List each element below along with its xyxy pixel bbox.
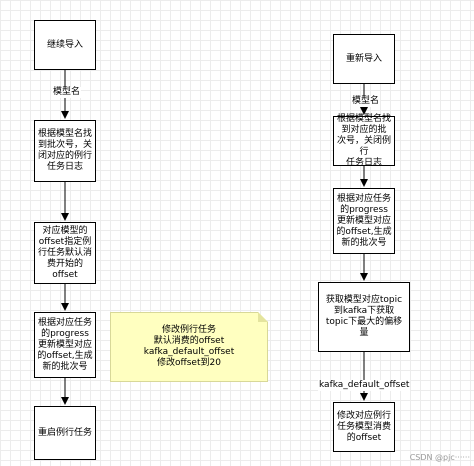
right-step3-node: 获取模型对应topic 到kafka下获取 topic下最大的偏移 量 xyxy=(318,282,410,352)
right-edge1-label: 模型名 xyxy=(351,96,381,107)
left-step3-node: 根据对应任务 的progress 更新模型对应 的offset,生成 新的批次号 xyxy=(34,312,96,378)
right-end-node: 修改对应例行 任务模型消费 的offset xyxy=(333,402,395,452)
sticky-note: 修改例行任务 默认消费的offset kafka_default_offset … xyxy=(110,312,268,382)
left-step1-node: 根据模型名找 到批次号，关 闭对应的例行 任务日志 xyxy=(34,120,96,182)
left-step2-node: 对应模型的 offset指定例 行任务默认消 费开始的 offset xyxy=(34,222,96,284)
right-start-node: 重新导入 xyxy=(333,34,395,84)
right-step1-node: 根据模型名找 到对应的批 次号，关闭例行 任务日志 xyxy=(333,114,395,168)
right-step2-node: 根据对应任务 的progress 更新模型对应 的offset,生成 新的批次号 xyxy=(333,188,395,254)
left-end-node: 重启例行任务 xyxy=(34,406,96,460)
watermark: CSDN @pjc······ xyxy=(409,453,470,462)
right-edge4-label: kafka_default_offset xyxy=(318,380,411,391)
sticky-note-fold xyxy=(258,312,268,322)
left-edge1-label: 模型名 xyxy=(52,87,82,98)
left-start-node: 继续导入 xyxy=(34,20,96,70)
